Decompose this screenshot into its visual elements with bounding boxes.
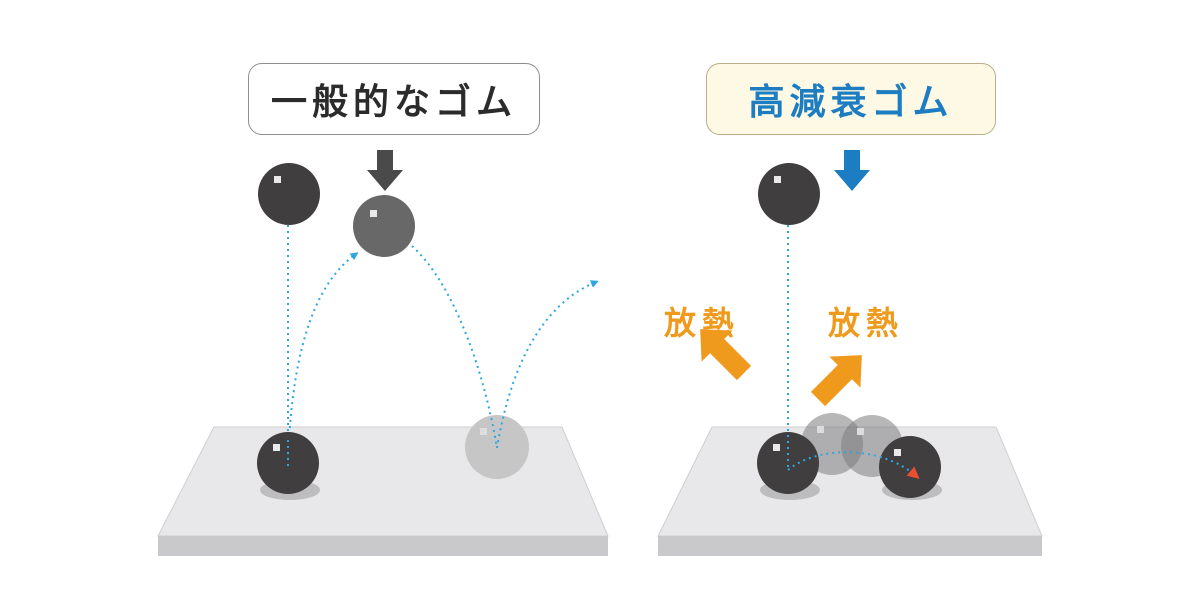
left-platform-top bbox=[157, 426, 609, 537]
high-damping-rubber-label: 高減衰ゴム bbox=[706, 63, 996, 135]
down-arrow-gray-icon bbox=[367, 150, 403, 191]
high-damping-rubber-panel bbox=[657, 150, 1043, 556]
ball-start bbox=[258, 163, 320, 225]
bounce-trajectory-2 bbox=[411, 245, 498, 449]
heat-arrow-left-icon bbox=[700, 329, 752, 381]
bounce-trajectory-1 bbox=[287, 252, 359, 471]
heat-release-label-right: 放熱 bbox=[828, 304, 905, 342]
ball-impact bbox=[257, 432, 319, 494]
bounce-trajectory-3 bbox=[496, 280, 599, 449]
general-rubber-panel bbox=[157, 150, 609, 556]
left-platform-side bbox=[158, 536, 608, 556]
roll-trajectory bbox=[787, 451, 920, 479]
general-rubber-label: 一般的なゴム bbox=[248, 63, 540, 135]
heat-release-label-left: 放熱 bbox=[664, 304, 741, 342]
ball-start bbox=[758, 163, 820, 225]
heat-arrow-right-icon bbox=[810, 355, 862, 407]
ball-peak bbox=[353, 195, 415, 257]
right-platform-side bbox=[658, 536, 1042, 556]
down-arrow-blue-icon bbox=[834, 150, 870, 191]
ball-rolled bbox=[879, 436, 941, 498]
ball-impact bbox=[757, 432, 819, 494]
